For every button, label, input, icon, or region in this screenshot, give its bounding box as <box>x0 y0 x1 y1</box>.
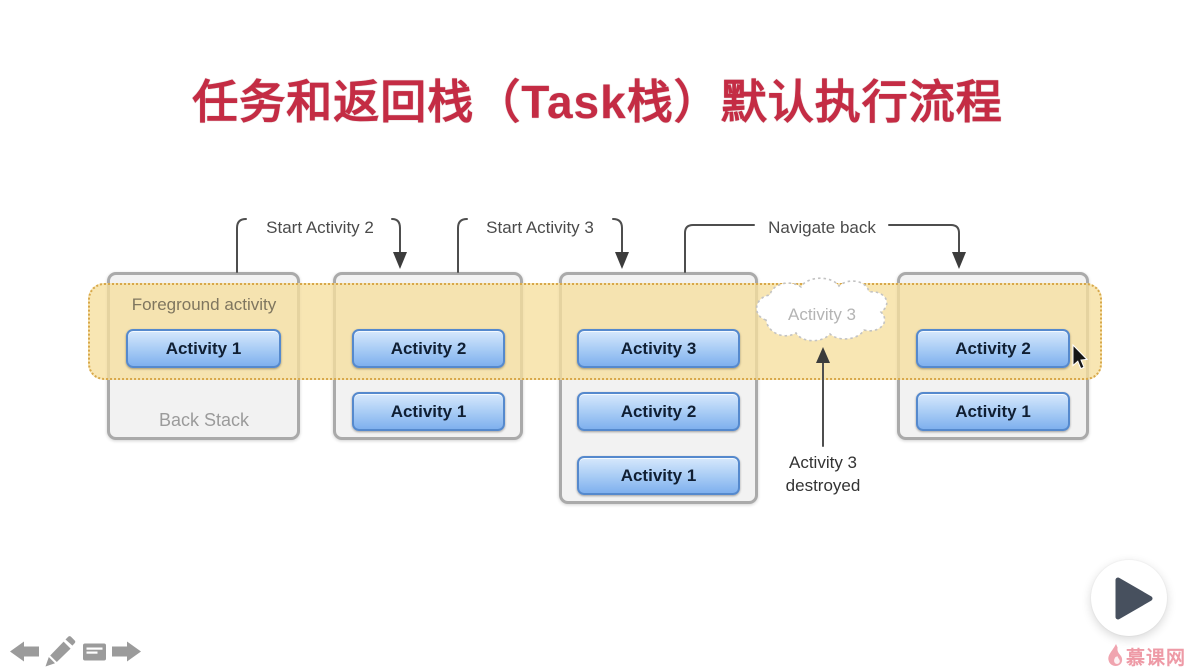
label-navigate-back: Navigate back <box>768 218 876 237</box>
destroyed-note-line1: Activity 3 <box>788 453 858 472</box>
foreground-activity-label: Foreground activity <box>131 295 277 314</box>
activity-box: Activity 1 <box>126 329 281 368</box>
activity-box: Activity 2 <box>577 392 740 431</box>
arrowhead-to-stack3 <box>615 252 629 269</box>
activity-destroyed-note: Activity 3 destroyed <box>743 451 903 497</box>
activity-box: Activity 1 <box>352 392 505 431</box>
activity-box: Activity 1 <box>916 392 1070 431</box>
arrowhead-to-stack4 <box>952 252 966 269</box>
destroyed-note-line2: destroyed <box>785 476 861 495</box>
activity-box: Activity 1 <box>577 456 740 495</box>
label-start-activity-3: Start Activity 3 <box>486 218 594 237</box>
label-start-activity-2: Start Activity 2 <box>266 218 374 237</box>
back-stack-label: Back Stack <box>158 410 250 430</box>
arrowhead-to-stack2 <box>393 252 407 269</box>
notes-icon[interactable] <box>83 643 106 661</box>
play-icon <box>1115 577 1153 620</box>
watermark-text: 慕课网 <box>1126 648 1187 669</box>
activity-box: Activity 2 <box>916 329 1070 368</box>
imooc-logo: 慕课网 <box>1104 641 1194 669</box>
slide-title: 任务和返回栈（Task栈）默认执行流程 <box>192 76 1003 128</box>
next-arrow-icon[interactable] <box>112 641 141 662</box>
flame-icon <box>1108 644 1123 667</box>
activity-box: Activity 3 <box>577 329 740 368</box>
prev-arrow-icon[interactable] <box>10 641 39 662</box>
pen-icon[interactable] <box>45 636 76 667</box>
play-button[interactable] <box>1091 560 1167 636</box>
annotation-toolbar <box>10 636 141 667</box>
activity-box: Activity 2 <box>352 329 505 368</box>
